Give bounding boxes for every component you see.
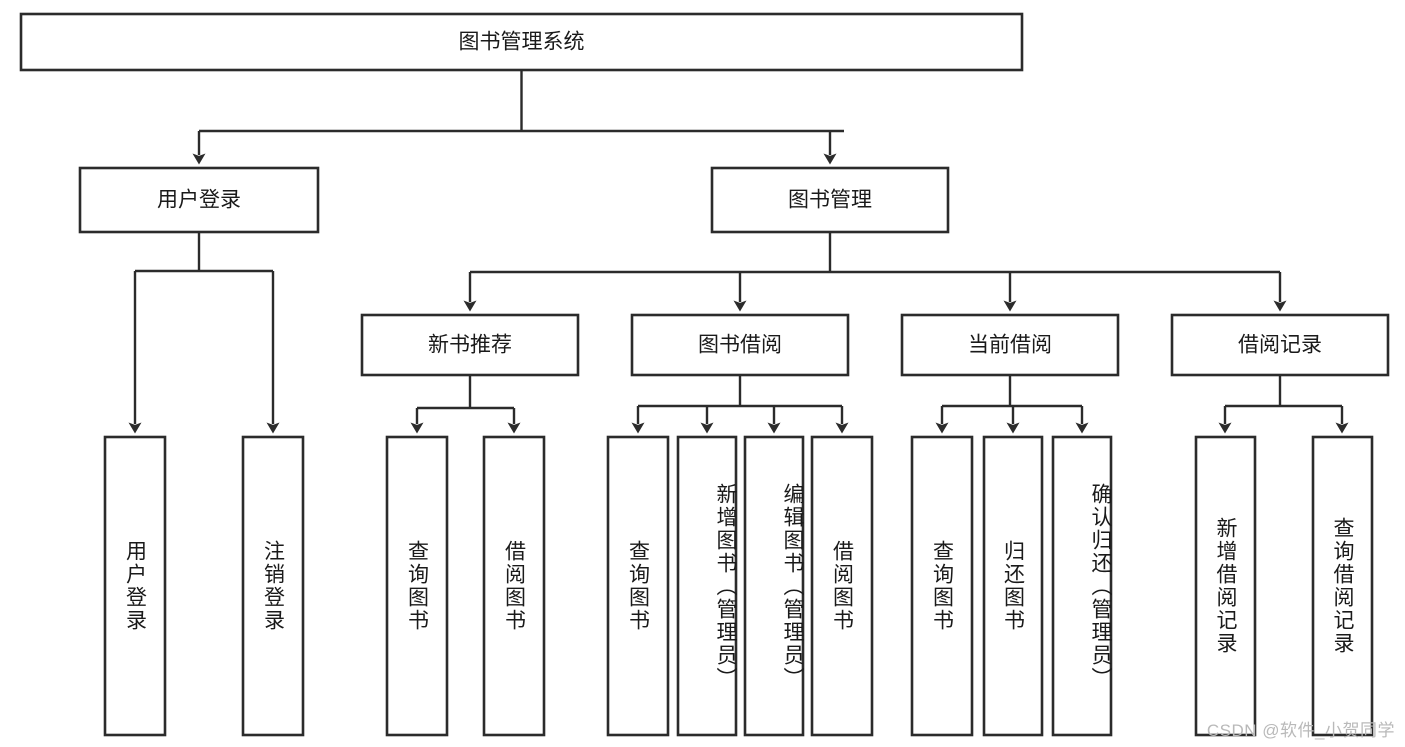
node-user-login-box[interactable]: [78, 166, 320, 234]
node-leaf-user-login-box[interactable]: [103, 435, 167, 737]
node-root-label: 图书管理系统: [459, 31, 585, 54]
edge-group-root: [192, 70, 844, 165]
node-root-box[interactable]: [19, 12, 1024, 72]
node-leaf-return-book-box[interactable]: [982, 435, 1044, 737]
node-current-borrow[interactable]: 当前借阅: [900, 313, 1120, 377]
node-leaf-query-book-rec-box[interactable]: [385, 435, 449, 737]
node-leaf-query-book-cur-box[interactable]: [910, 435, 974, 737]
edge-group-current-borrow: [935, 375, 1089, 434]
node-leaf-query-book-borrow-box[interactable]: [606, 435, 670, 737]
node-user-login[interactable]: 用户登录: [78, 166, 320, 234]
node-current-borrow-box[interactable]: [900, 313, 1120, 377]
node-root[interactable]: 图书管理系统: [19, 12, 1024, 72]
node-leaf-confirm-return-box[interactable]: [1051, 435, 1113, 737]
node-borrow-record[interactable]: 借阅记录: [1170, 313, 1390, 377]
edge-group-book-borrow: [631, 375, 849, 434]
node-leaf-add-record-box[interactable]: [1194, 435, 1257, 737]
node-book-borrow[interactable]: 图书借阅: [630, 313, 850, 377]
edge-group-borrow-record: [1218, 375, 1349, 434]
node-user-login-label: 用户登录: [157, 189, 241, 212]
node-book-manage[interactable]: 图书管理: [710, 166, 950, 234]
node-book-manage-label: 图书管理: [788, 189, 872, 212]
edge-group-book-manage: [463, 232, 1287, 312]
node-leaf-borrow-book-rec-box[interactable]: [482, 435, 546, 737]
leaf-boxes: [103, 435, 1374, 737]
node-book-borrow-box[interactable]: [630, 313, 850, 377]
node-leaf-add-book-box[interactable]: [676, 435, 738, 737]
node-current-borrow-label: 当前借阅: [968, 334, 1052, 357]
node-leaf-query-record-box[interactable]: [1311, 435, 1374, 737]
node-book-manage-box[interactable]: [710, 166, 950, 234]
node-book-borrow-label: 图书借阅: [698, 334, 782, 357]
node-borrow-record-label: 借阅记录: [1238, 334, 1322, 357]
node-new-book-rec[interactable]: 新书推荐: [360, 313, 580, 377]
edge-group-user-login: [128, 232, 280, 434]
node-leaf-edit-book-box[interactable]: [743, 435, 805, 737]
node-new-book-rec-box[interactable]: [360, 313, 580, 377]
node-leaf-user-logout-box[interactable]: [241, 435, 305, 737]
node-new-book-rec-label: 新书推荐: [428, 334, 512, 357]
csdn-watermark: CSDN @软件_小贺同学: [1206, 721, 1395, 740]
edge-group-new-book-rec: [410, 375, 521, 434]
node-borrow-record-box[interactable]: [1170, 313, 1390, 377]
node-leaf-borrow-book-box[interactable]: [810, 435, 874, 737]
